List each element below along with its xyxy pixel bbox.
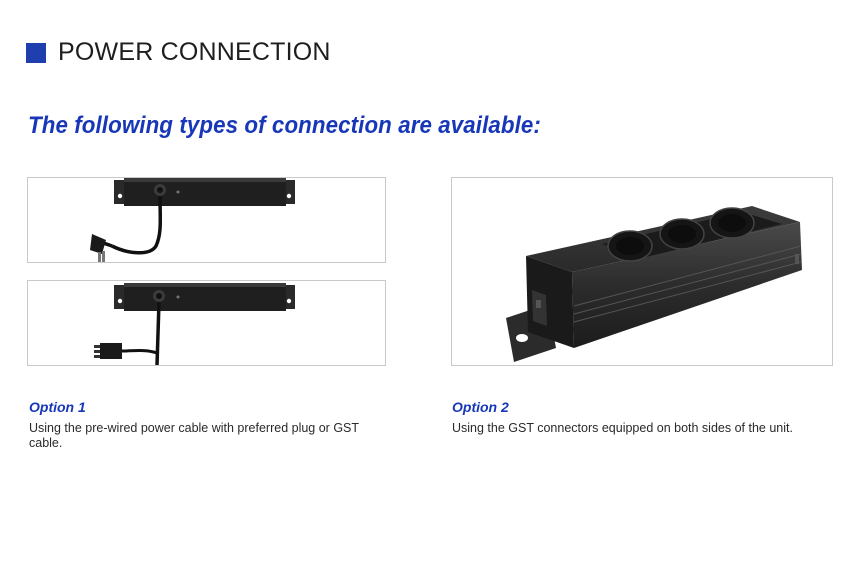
- three-socket-power-unit-image: [451, 177, 833, 366]
- connection-types-headline: The following types of connection are av…: [28, 112, 541, 139]
- option-2-title: Option 2: [452, 399, 509, 415]
- power-strip-with-plug-cable-image: [27, 177, 386, 263]
- option-2-description: Using the GST connectors equipped on bot…: [452, 421, 793, 435]
- power-strip-with-gst-cable-image: [27, 280, 386, 366]
- option-1-description: Using the pre-wired power cable with pre…: [29, 421, 359, 450]
- option-1-title: Option 1: [29, 399, 86, 415]
- section-marker-square: [26, 43, 46, 63]
- page-title: POWER CONNECTION: [58, 38, 331, 66]
